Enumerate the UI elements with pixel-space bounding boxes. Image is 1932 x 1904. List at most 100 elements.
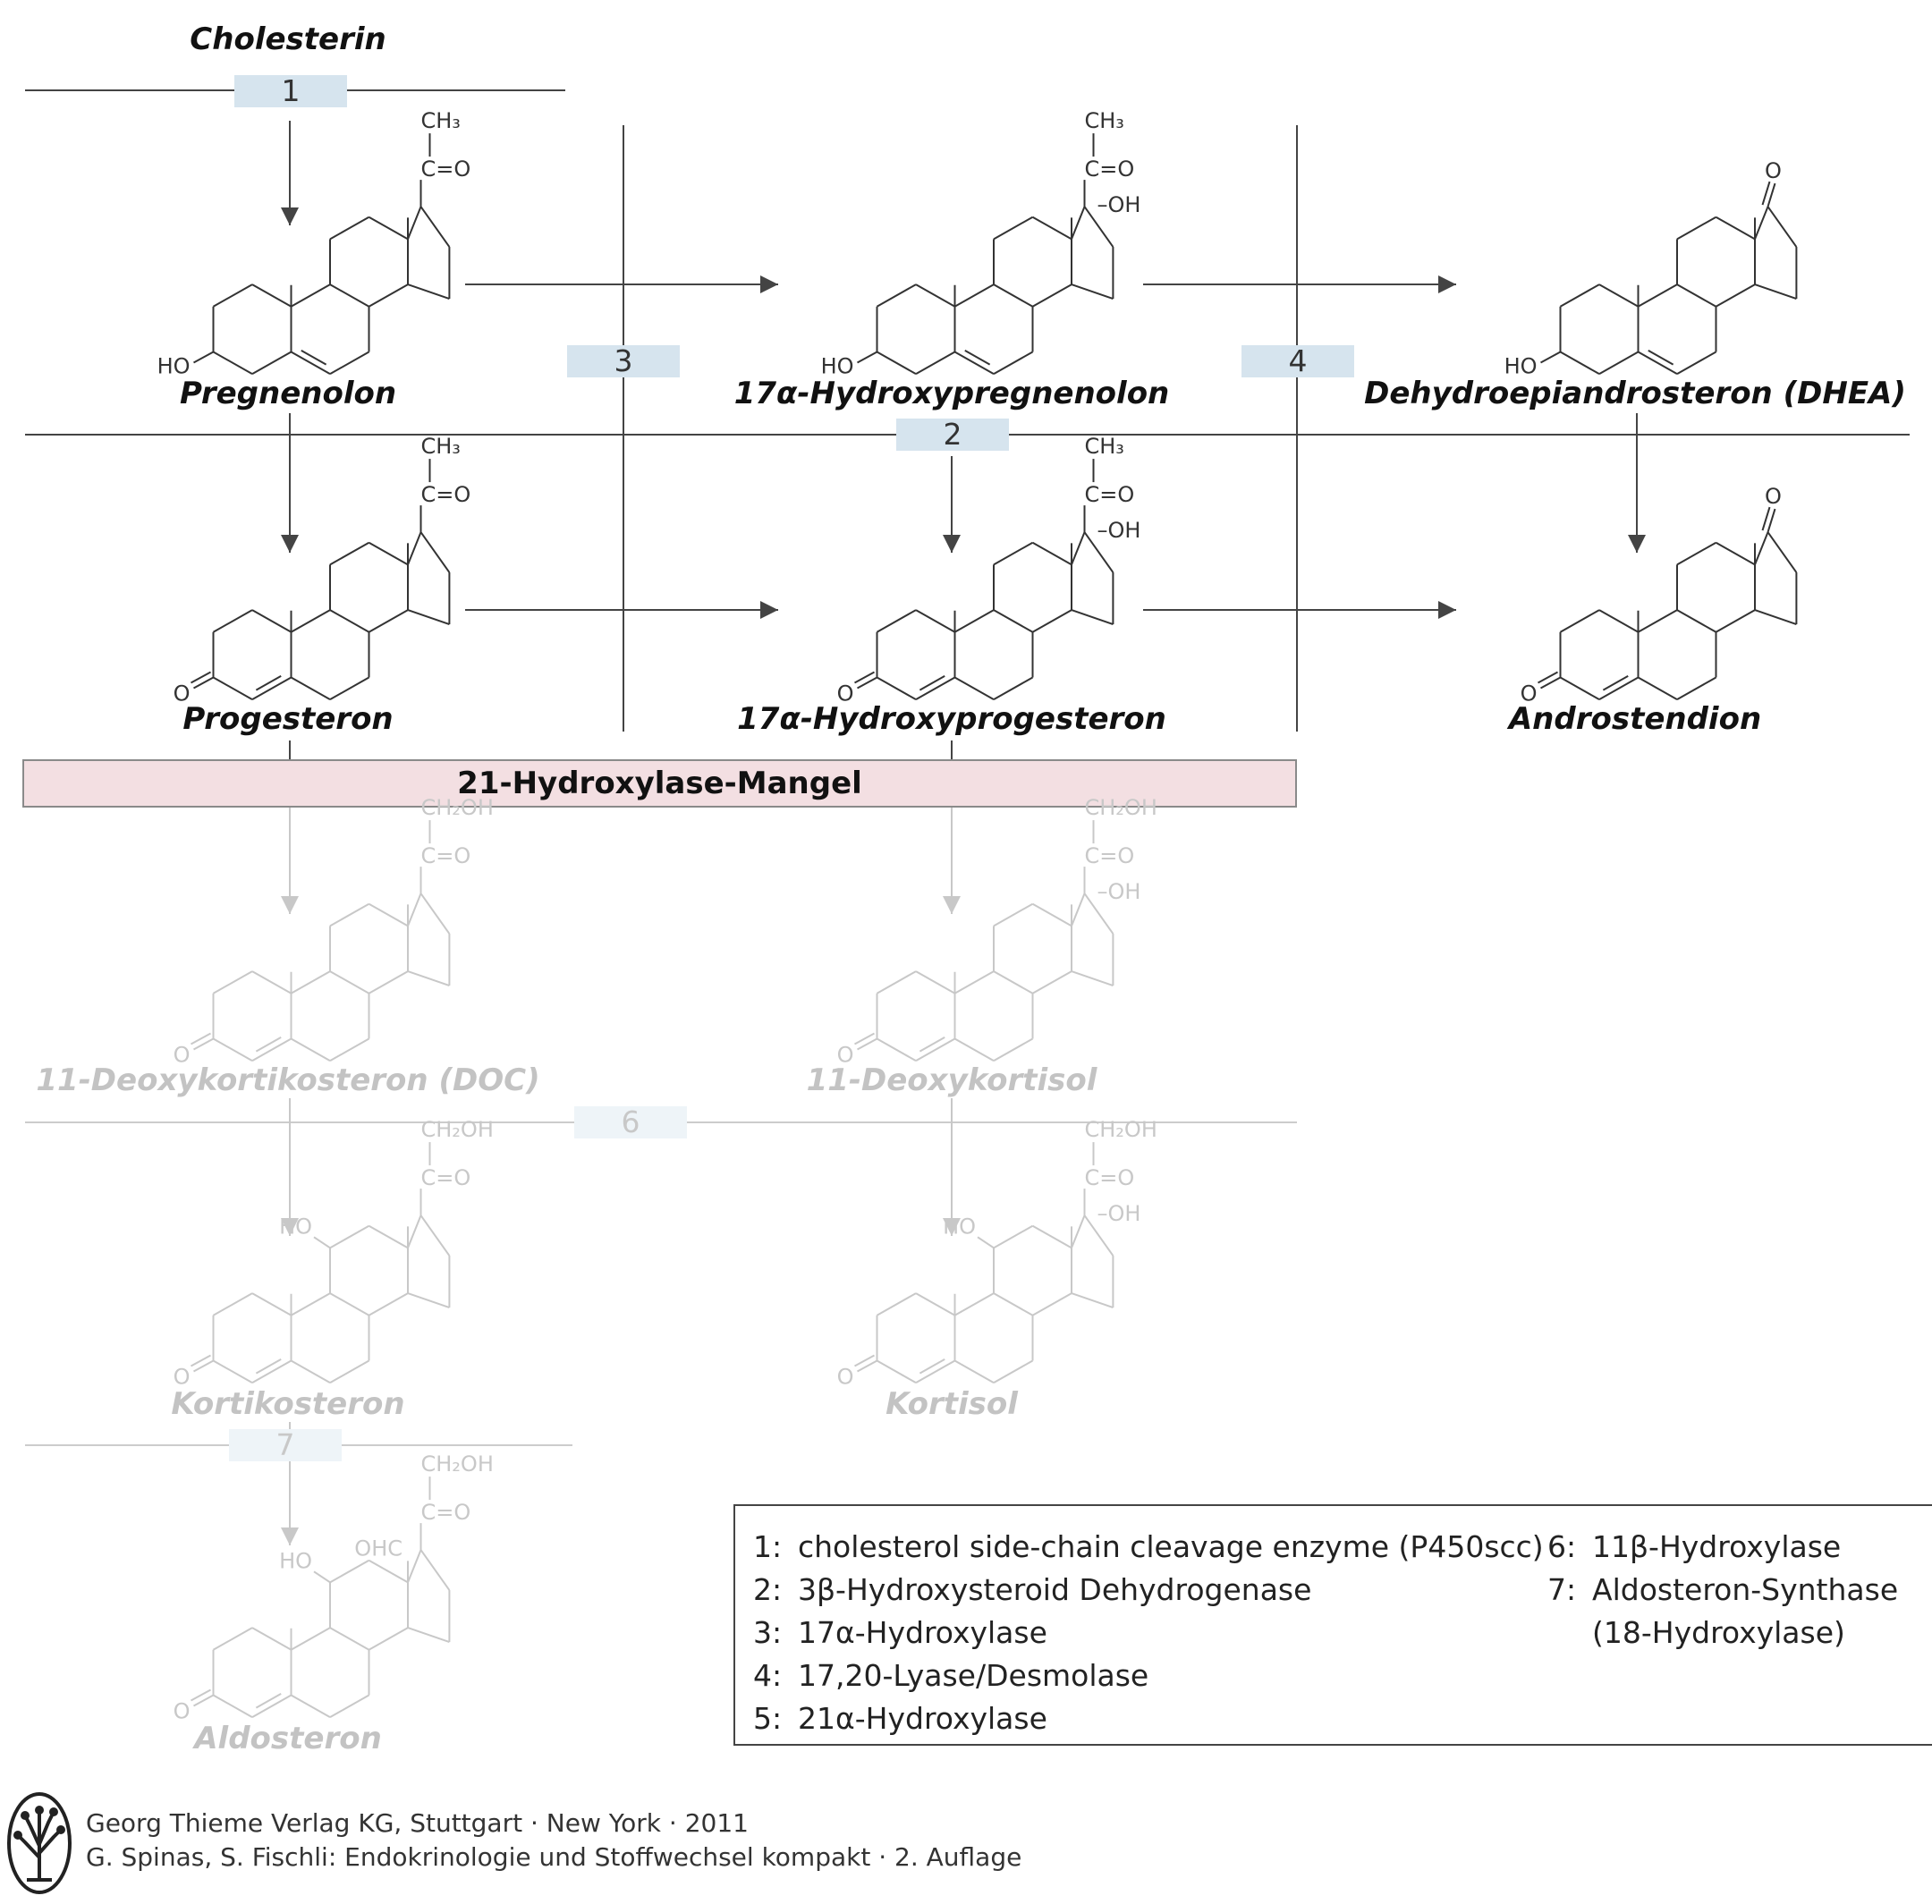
compound-name-kortisol: Kortisol	[886, 1386, 1018, 1422]
ring-bond	[329, 351, 369, 376]
ring-bond	[915, 970, 955, 994]
ring-bond	[291, 283, 331, 308]
steroid-skeleton: HOO	[1504, 158, 1798, 379]
ring-bond	[291, 351, 331, 376]
double-bond	[919, 674, 945, 691]
keto-17-label: O	[1765, 484, 1782, 509]
ring-bond	[329, 283, 369, 308]
ring-bond	[291, 970, 331, 994]
ring-bond	[1754, 206, 1769, 240]
ring-bond	[1716, 283, 1756, 308]
compound-name-deoxykortisol: 11-Deoxykortisol	[806, 1062, 1097, 1098]
hydroxy-11-label: HO	[943, 1214, 976, 1239]
oh-bond	[1540, 351, 1561, 364]
legend-entry-4: 4:17,20-Lyase/Desmolase	[753, 1658, 1149, 1693]
ring-bond	[1071, 283, 1114, 300]
ring-bond	[954, 351, 995, 376]
ring-bond	[1598, 676, 1639, 701]
compound-name-kortikosteron: Kortikosteron	[171, 1386, 405, 1422]
ring-bond	[915, 1359, 955, 1384]
keto-17-label: O	[1765, 158, 1782, 183]
ring-bond	[954, 283, 995, 308]
ring-bond	[213, 676, 253, 701]
ring-bond	[1560, 676, 1600, 701]
ring-bond	[1676, 676, 1716, 701]
ring-bond	[369, 1224, 409, 1249]
ring-bond	[407, 893, 422, 927]
ring-bond	[1032, 902, 1072, 927]
ring-bond	[954, 970, 995, 994]
ring-bond	[1032, 970, 1072, 994]
legend-entry-6: 6:11β-Hydroxylase	[1547, 1529, 1842, 1564]
ring-bond	[251, 1627, 292, 1651]
ring-bond	[1754, 283, 1797, 300]
ring-bond	[251, 1292, 292, 1316]
ring-bond	[419, 206, 451, 248]
ring-bond	[1767, 206, 1798, 248]
hydroxy-17-label: –OH	[1097, 192, 1141, 217]
keto-3-label: O	[174, 681, 191, 707]
carbonyl-label: C=O	[421, 1165, 471, 1190]
ring-bond	[1716, 541, 1756, 566]
enzyme-step-2: 2	[896, 419, 1009, 451]
ring-bond	[291, 1359, 331, 1384]
ring-bond	[1754, 531, 1769, 565]
double-bond	[255, 674, 282, 691]
ring-bond	[369, 541, 409, 566]
ring-bond	[1716, 216, 1756, 241]
ring-bond	[915, 609, 955, 633]
ring-bond	[993, 902, 1033, 927]
ring-bond	[954, 1292, 995, 1316]
hydroxy-17-label: –OH	[1097, 1201, 1141, 1226]
ring-bond	[1638, 283, 1678, 308]
ring-bond	[329, 676, 369, 701]
keto-bond	[1767, 182, 1776, 207]
aldehyde-18-label: OHC	[354, 1536, 402, 1561]
ring-bond	[419, 1549, 451, 1591]
side-chain-label: CH₂OH	[421, 1451, 494, 1477]
ring-bond	[213, 609, 253, 633]
double-bond	[255, 1692, 282, 1709]
double-bond	[255, 1036, 282, 1053]
ring-bond	[369, 1627, 409, 1651]
ring-bond	[329, 541, 369, 566]
ring-bond	[369, 609, 409, 633]
oh-bond	[977, 1236, 995, 1249]
legend-entry-7: 7:Aldosteron-Synthase	[1547, 1572, 1899, 1607]
enzyme-step-6: 6	[574, 1106, 687, 1138]
legend-entry-2: 2:3β-Hydroxysteroid Dehydrogenase	[753, 1572, 1312, 1607]
ring-bond	[329, 1292, 369, 1316]
keto-bond	[191, 1688, 211, 1702]
ring-bond	[1032, 541, 1072, 566]
carbonyl-label: C=O	[1085, 157, 1135, 182]
ring-bond	[369, 1292, 409, 1316]
legend-column-left: 1:cholesterol side-chain cleavage enzyme…	[753, 1526, 1544, 1740]
ring-bond	[915, 283, 955, 308]
ring-bond	[329, 1694, 369, 1719]
ring-bond	[251, 970, 292, 994]
ring-bond	[329, 1559, 369, 1584]
ring-bond	[329, 609, 369, 633]
side-chain-label: CH₂OH	[1085, 1117, 1157, 1142]
ring-bond	[915, 676, 955, 701]
ring-bond	[329, 216, 369, 241]
ring-bond	[1560, 283, 1600, 308]
ring-bond	[1676, 609, 1716, 633]
ring-bond	[329, 902, 369, 927]
ring-bond	[1071, 531, 1086, 565]
keto-bond	[191, 1354, 211, 1367]
ring-bond	[329, 1627, 369, 1651]
ring-bond	[1071, 1214, 1086, 1248]
keto-bond	[193, 1694, 214, 1707]
ring-bond	[877, 1037, 917, 1062]
